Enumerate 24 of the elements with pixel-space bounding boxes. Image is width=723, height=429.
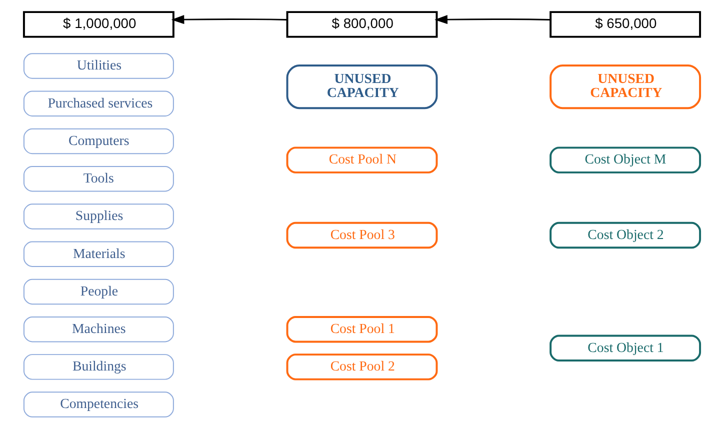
node-box: Cost Pool 3 (286, 222, 438, 249)
node-box: Supplies (22, 204, 174, 230)
arrow (434, 15, 550, 24)
node-box: Materials (22, 241, 174, 267)
node-box: People (22, 278, 174, 305)
node-box: Cost Pool 2 (286, 354, 438, 380)
node-box: Cost Pool N (286, 146, 438, 174)
node-box: $ 650,000 (549, 11, 701, 38)
node-box: Cost Pool 1 (286, 316, 438, 343)
node-box: Purchased services (22, 90, 174, 116)
node-box: Utilities (22, 53, 174, 79)
node-box: Tools (22, 166, 174, 192)
node-box: Cost Object 2 (549, 222, 701, 249)
node-box: UNUSED CAPACITY (286, 64, 438, 110)
arrow (170, 15, 286, 24)
node-box: UNUSED CAPACITY (549, 64, 701, 110)
node-box: Machines (22, 316, 174, 342)
node-box: Computers (22, 128, 174, 154)
node-box: $ 800,000 (286, 11, 438, 38)
node-box: Cost Object M (549, 146, 701, 174)
node-box: Competencies (22, 392, 174, 418)
node-box: Cost Object 1 (549, 334, 701, 362)
node-box: Buildings (22, 354, 174, 380)
node-box: $ 1,000,000 (22, 11, 174, 38)
